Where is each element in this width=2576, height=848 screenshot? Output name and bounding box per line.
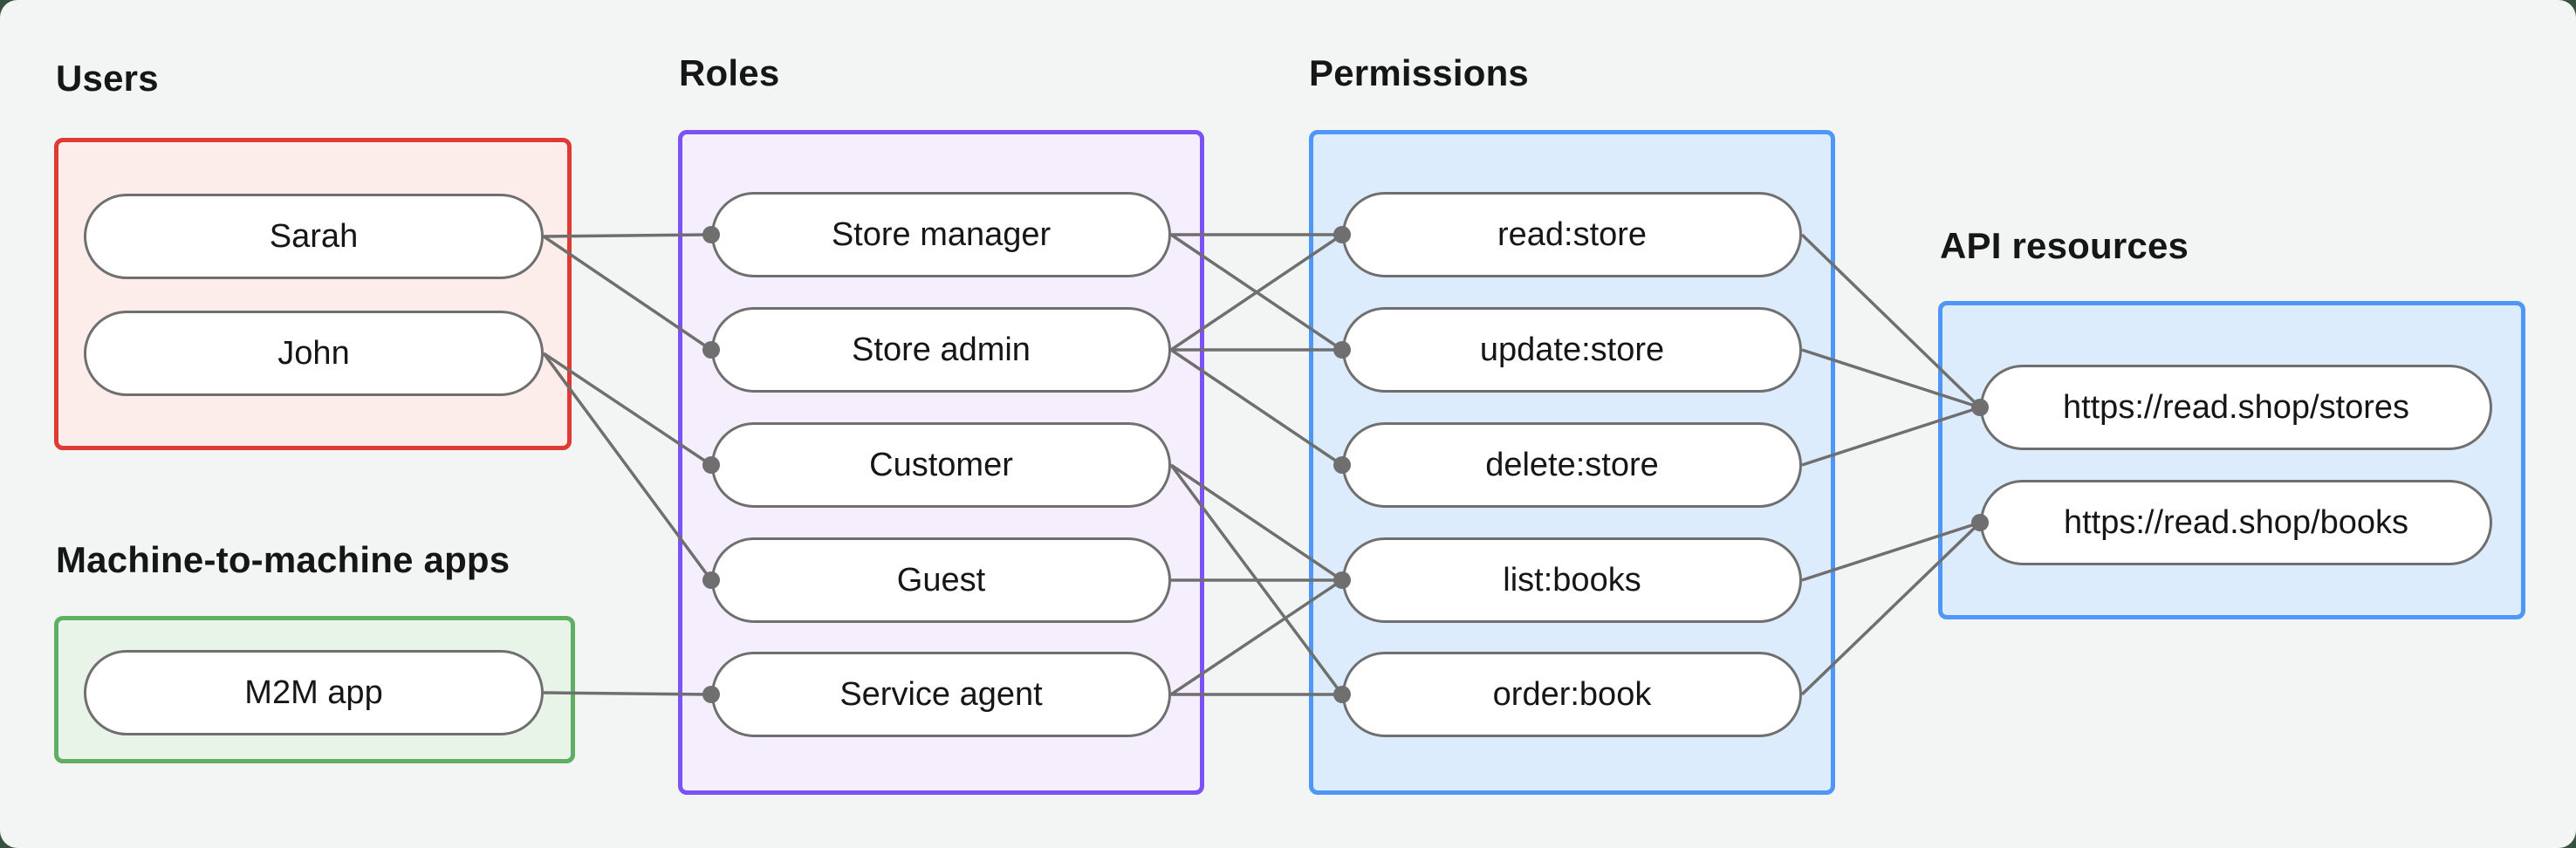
node-john: John <box>84 311 544 396</box>
node-m2m-app: M2M app <box>84 650 544 735</box>
api-resources-group-label: API resources <box>1940 225 2189 266</box>
node-list-books: list:books <box>1342 537 1802 623</box>
node-sarah: Sarah <box>84 194 544 279</box>
api-resources-group-box <box>1938 301 2525 619</box>
node-guest: Guest <box>711 537 1171 623</box>
node-customer: Customer <box>711 422 1171 508</box>
node-service-agent: Service agent <box>711 652 1171 737</box>
roles-group-label: Roles <box>679 52 780 93</box>
permissions-group-label: Permissions <box>1309 52 1529 93</box>
node-store-admin: Store admin <box>711 307 1171 393</box>
machine-to-machine-apps-group-label: Machine-to-machine apps <box>56 539 510 580</box>
node-api-resource-stores: https://read.shop/stores <box>1980 365 2492 450</box>
node-update-store: update:store <box>1342 307 1802 393</box>
node-read-store: read:store <box>1342 192 1802 277</box>
node-store-manager: Store manager <box>711 192 1171 277</box>
node-delete-store: delete:store <box>1342 422 1802 508</box>
users-group-label: Users <box>56 58 159 99</box>
node-api-resource-books: https://read.shop/books <box>1980 480 2492 565</box>
node-order-book: order:book <box>1342 652 1802 737</box>
users-group-box <box>54 138 572 450</box>
